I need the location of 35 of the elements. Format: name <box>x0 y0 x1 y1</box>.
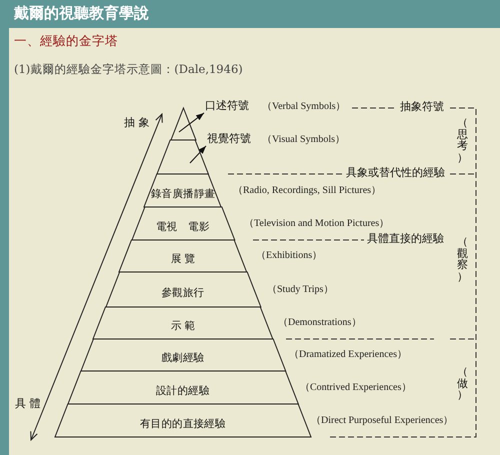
symbol-label: 口述符號 <box>205 100 249 113</box>
translation-label: （Study Trips） <box>266 284 334 295</box>
translation-label: （Demonstrations） <box>278 317 362 328</box>
group-label: 具體直接的經驗 <box>367 233 444 246</box>
level-label: 設計的經驗 <box>156 384 210 397</box>
level-label: 戲劇經驗 <box>161 352 204 364</box>
arrow <box>178 112 204 132</box>
level-label: 電視 電影 <box>156 220 210 233</box>
translation-label: （Television and Motion Pictures） <box>244 218 390 229</box>
pyramid-level <box>157 140 209 174</box>
figure-caption: (1)戴爾的經驗金字塔示意圖：(Dale,1946) <box>14 63 243 76</box>
group-label: 抽象符號 <box>400 101 444 114</box>
symbol-label: 視覺符號 <box>207 133 251 146</box>
group-label: （思考） <box>457 117 468 164</box>
direction-label: 抽 象 <box>124 117 150 130</box>
level-label: 示 範 <box>170 320 196 332</box>
group-label: 具象或替代性的經驗 <box>346 167 445 180</box>
translation-label: （Radio, Recordings, Sill Pictures） <box>232 184 382 196</box>
direction-label: 具 體 <box>15 398 40 411</box>
translation-label: （Visual Symbols） <box>262 134 346 146</box>
group-label: （觀察） <box>457 236 468 282</box>
page-title: 戴爾的視聽教育學說 <box>14 5 149 22</box>
translation-label: （Dramatized Experiences） <box>288 349 407 360</box>
level-label: 展 覽 <box>170 253 196 266</box>
arrow <box>190 145 206 164</box>
section-heading: 一、經驗的金字塔 <box>14 34 118 48</box>
level-label: 有目的的直接經驗 <box>140 418 226 430</box>
translation-label: （Exhibitions） <box>256 250 322 262</box>
translation-label: （Direct Purposeful Experiences） <box>311 414 454 426</box>
level-label: 錄音廣播靜畫 <box>150 188 216 200</box>
translation-label: （Contrived Experiences） <box>300 382 412 393</box>
level-label: 參觀旅行 <box>161 286 204 299</box>
pyramid-apex <box>170 108 196 140</box>
translation-label: （Verbal Symbols） <box>262 101 346 112</box>
group-label: （做） <box>457 366 468 401</box>
